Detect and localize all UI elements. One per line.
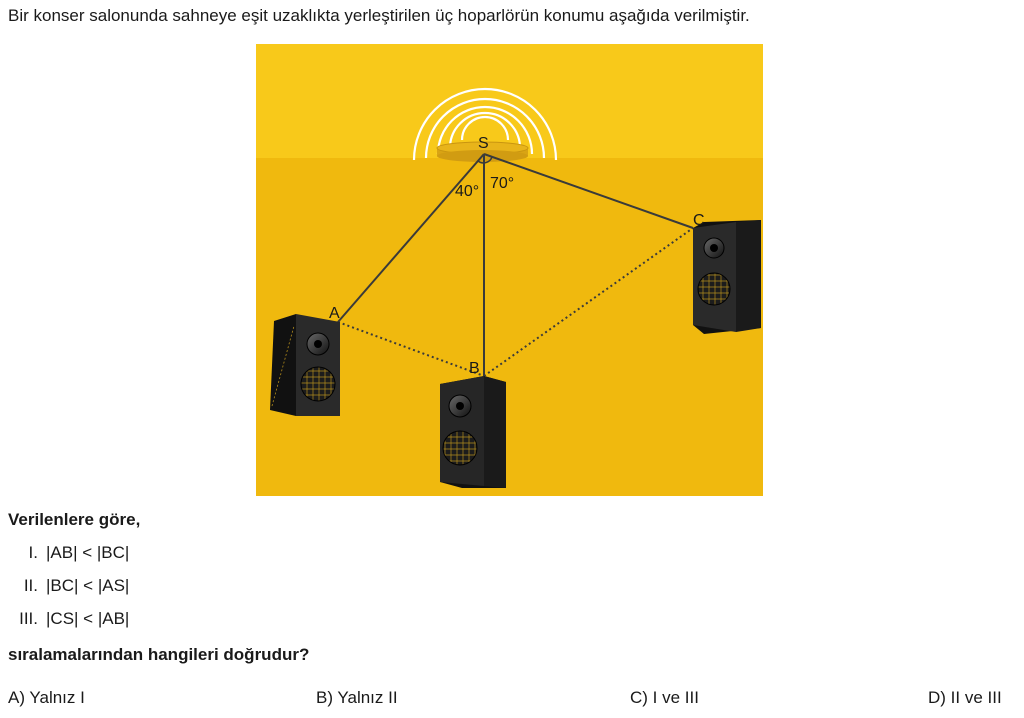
statement-text: |BC| < |AS|	[46, 576, 130, 595]
question-intro: Bir konser salonunda sahneye eşit uzaklı…	[8, 6, 750, 25]
label-s: S	[478, 135, 489, 152]
stage-disc	[436, 141, 529, 162]
speaker-b	[440, 376, 506, 488]
option-a[interactable]: A) Yalnız I	[8, 688, 85, 707]
label-c: C	[693, 212, 705, 229]
option-c[interactable]: C) I ve III	[630, 688, 699, 707]
speaker-c	[693, 220, 761, 334]
statement-number: I.	[28, 543, 38, 562]
floor-background	[256, 158, 763, 496]
question-text: sıralamalarından hangileri doğrudur?	[8, 645, 310, 664]
angle-left-label: 40°	[455, 183, 479, 200]
option-b[interactable]: B) Yalnız II	[316, 688, 398, 707]
prompt-text: Verilenlere göre,	[8, 510, 141, 529]
statement-text: |CS| < |AB|	[46, 609, 130, 628]
wall-background	[256, 44, 763, 158]
angle-arc	[477, 156, 493, 164]
statement-number: II.	[23, 576, 38, 595]
speaker-diagram: S A B C 40° 70°	[256, 44, 763, 496]
statement-text: |AB| < |BC|	[46, 543, 130, 562]
line-ab-dotted	[337, 321, 485, 377]
statement-number: III.	[19, 609, 38, 628]
statement-3: III. |CS| < |AB|	[8, 609, 129, 629]
statement-2: II. |BC| < |AS|	[8, 576, 130, 596]
line-sc	[483, 153, 694, 229]
label-b: B	[469, 360, 480, 377]
line-sa	[337, 153, 485, 323]
speaker-a	[270, 314, 340, 416]
statement-1: I. |AB| < |BC|	[8, 543, 130, 563]
option-d[interactable]: D) II ve III	[928, 688, 1002, 707]
angle-right-label: 70°	[490, 175, 514, 192]
label-a: A	[329, 305, 340, 322]
sound-waves	[412, 87, 558, 161]
